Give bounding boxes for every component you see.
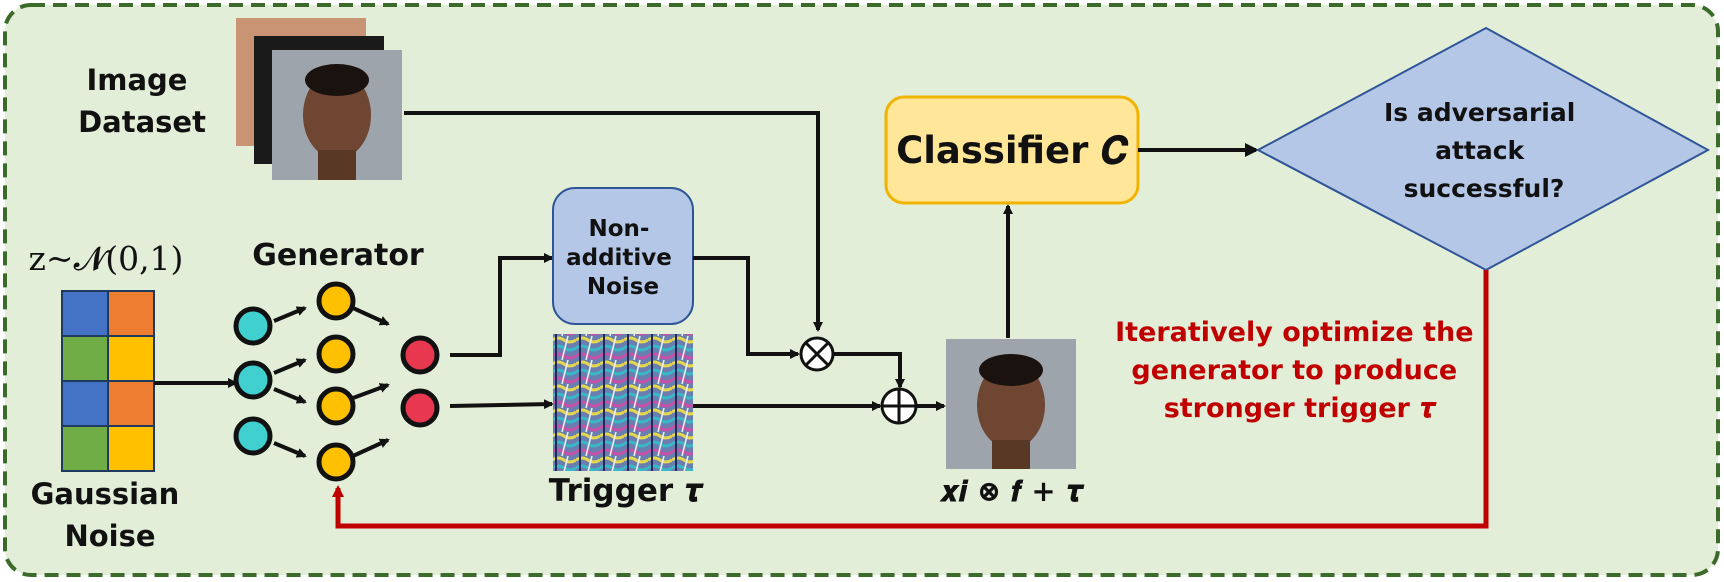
gaussian-noise-label: Gaussian Noise — [31, 477, 190, 553]
trigger-noise-image — [553, 334, 693, 471]
feedback-loop-arrow — [332, 270, 1489, 529]
poisoned-output-image — [946, 339, 1076, 469]
noise-formula: z~𝓝(0,1) — [29, 239, 184, 278]
generator-network — [233, 281, 440, 482]
classifier-label: Classifier 𝑪 — [896, 129, 1128, 172]
output-formula: 𝒙𝒊 ⊗ 𝒇 + 𝝉 — [939, 474, 1085, 508]
multiply-to-add-arrow — [833, 352, 905, 389]
multiply-operator — [799, 336, 835, 372]
nonadditive-noise-label: Non- additive Noise — [566, 216, 680, 300]
add-operator — [880, 387, 918, 425]
nonadditive-to-multiply-arrow — [693, 256, 800, 359]
image-dataset-stack — [236, 18, 402, 180]
dataset-to-multiply-arrow — [404, 111, 823, 332]
trigger-label: Trigger 𝝉 — [549, 473, 704, 509]
feedback-label: Iteratively optimize the generator to pr… — [1115, 317, 1483, 424]
decision-label: Is adversarial attack successful? — [1384, 98, 1584, 203]
gaussian-noise-grid — [61, 290, 155, 472]
generator-to-nonadditive-arrow — [450, 253, 554, 357]
generator-to-trigger-arrow — [449, 399, 554, 410]
generator-label: Generator — [252, 238, 424, 273]
image-dataset-label: Image Dataset — [78, 63, 206, 139]
